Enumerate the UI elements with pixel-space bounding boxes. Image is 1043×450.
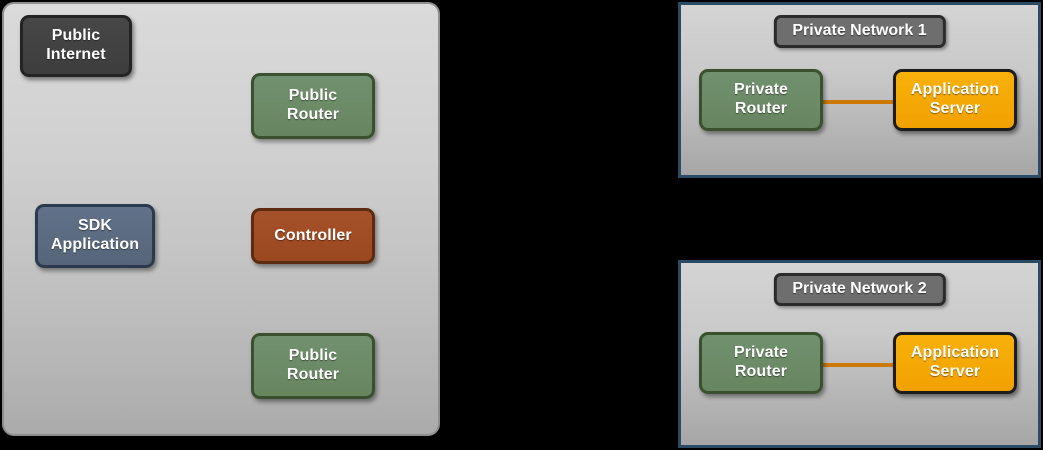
- node-private-router-1[interactable]: Private Router: [699, 69, 823, 131]
- link-private-router-1-to-application-server-1: [818, 100, 898, 104]
- private-network-1-panel: Private Network 1 Private Router Applica…: [678, 2, 1041, 178]
- node-sdk-application[interactable]: SDK Application: [35, 204, 155, 268]
- private-network-2-title: Private Network 2: [773, 273, 946, 306]
- private-network-2-panel: Private Network 2 Private Router Applica…: [678, 260, 1041, 448]
- node-controller[interactable]: Controller: [251, 208, 375, 264]
- node-public-internet[interactable]: Public Internet: [20, 15, 132, 77]
- node-label: Public Internet: [46, 27, 106, 63]
- node-label: Private Router: [733, 81, 789, 117]
- node-label: SDK Application: [50, 217, 140, 253]
- node-public-router-bottom[interactable]: Public Router: [251, 333, 375, 399]
- node-label: Controller: [274, 226, 352, 244]
- node-label: Public Router: [286, 87, 340, 123]
- node-public-router-top[interactable]: Public Router: [251, 73, 375, 139]
- public-cloud-container: Public Internet Public Router SDK Applic…: [2, 2, 440, 436]
- node-private-router-2[interactable]: Private Router: [699, 332, 823, 394]
- node-label: Public Router: [286, 347, 340, 383]
- node-application-server-1[interactable]: Application Server: [893, 69, 1017, 131]
- node-label: Private Router: [733, 344, 789, 380]
- node-label: Application Server: [910, 344, 1000, 380]
- node-label: Application Server: [910, 81, 1000, 117]
- node-application-server-2[interactable]: Application Server: [893, 332, 1017, 394]
- private-network-1-title: Private Network 1: [773, 15, 946, 48]
- link-private-router-2-to-application-server-2: [818, 363, 898, 367]
